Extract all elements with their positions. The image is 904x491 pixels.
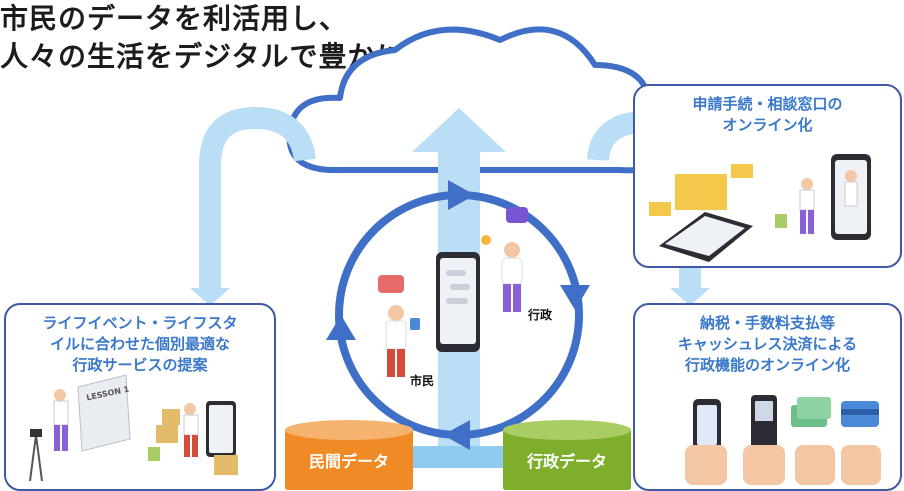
personalized-service-illustration (29, 374, 238, 482)
government-label: 行政 (528, 308, 553, 322)
private-data-label: 民間データ (308, 452, 389, 471)
page-title: 市民のデータを利活用し、 人々の生活をデジタルで豊かに (0, 0, 480, 76)
cycle-arrowhead-bottom (443, 420, 470, 450)
government-person-icon (481, 207, 528, 312)
cycle-ring (326, 180, 590, 450)
smartphone-icon (436, 252, 480, 352)
citizen-person-icon (378, 275, 420, 377)
personalized-service-panel: ライフイベント・ライフスタ イルに合わせた個別最適な 行政サービスの提案 LES… (4, 303, 276, 491)
cycle-arrowhead-left (326, 315, 356, 340)
title-line-1: 市民のデータを利活用し、 (0, 2, 349, 35)
personalized-service-text: ライフイベント・ライフスタ イルに合わせた個別最適な 行政サービスの提案 (42, 314, 238, 374)
cloud-to-left-connector (199, 106, 316, 290)
online-application-illustration (649, 154, 871, 262)
left-connector-arrowhead (190, 288, 230, 306)
right-connector-arrowhead (670, 288, 710, 306)
cycle-arrowhead-right (560, 285, 590, 310)
title-line-2: 人々の生活をデジタルで豊かに (0, 40, 406, 73)
cashless-payment-panel: 納税・手数料支払等 キャッシュレス決済による 行政機能のオンライン化 (633, 303, 902, 491)
online-application-panel: 申請手続・相談窓口の オンライン化 (633, 84, 902, 268)
government-data-cylinder (503, 420, 631, 490)
citizen-label: 市民 (410, 374, 435, 388)
online-application-text: 申請手続・相談窓口の オンライン化 (692, 95, 843, 134)
government-data-label: 行政データ (526, 452, 607, 471)
cycle-arrowhead-top (448, 180, 475, 210)
private-data-cylinder (285, 420, 413, 490)
cashless-payment-text: 納税・手数料支払等 キャッシュレス決済による 行政機能のオンライン化 (677, 314, 858, 374)
cashless-payment-illustration (685, 395, 881, 485)
